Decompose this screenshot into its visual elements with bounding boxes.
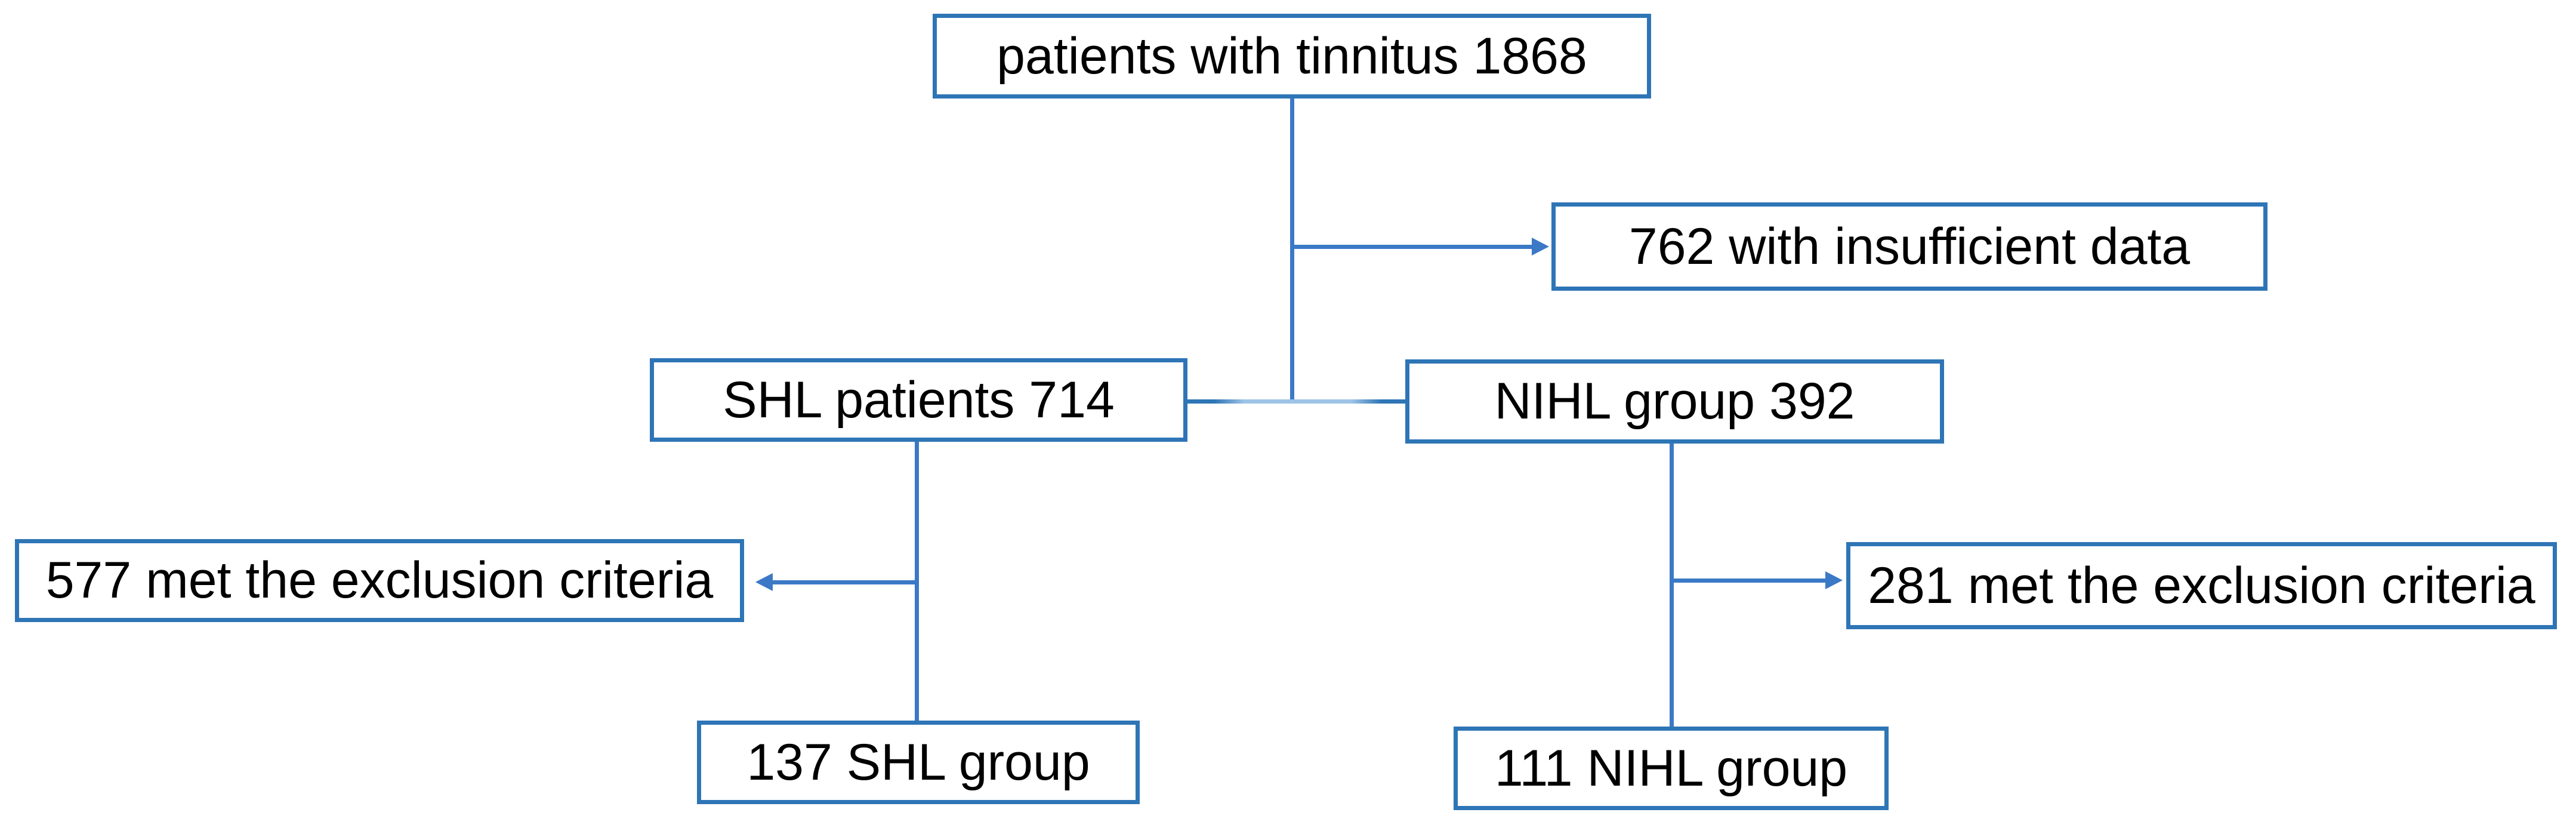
connector-to-insufficient bbox=[1290, 245, 1532, 249]
connector-shl-nihl bbox=[1187, 399, 1405, 404]
node-shl-group-137: 137 SHL group bbox=[697, 721, 1140, 804]
node-patients-with-tinnitus-label: patients with tinnitus 1868 bbox=[997, 27, 1587, 85]
connector-to-nihl-excluded bbox=[1671, 578, 1826, 583]
connector-shl-vertical bbox=[915, 442, 919, 721]
node-nihl-group-111-label: 111 NIHL group bbox=[1494, 739, 1848, 797]
node-nihl-exclusion-label: 281 met the exclusion criteria bbox=[1868, 556, 2535, 614]
node-patients-with-tinnitus: patients with tinnitus 1868 bbox=[933, 14, 1651, 99]
node-shl-exclusion: 577 met the exclusion criteria bbox=[15, 539, 744, 622]
arrowhead-shl-excluded-icon bbox=[755, 573, 773, 591]
arrowhead-nihl-excluded-icon bbox=[1825, 571, 1843, 589]
node-insufficient-data: 762 with insufficient data bbox=[1551, 202, 2268, 291]
connector-to-shl-excluded bbox=[772, 580, 917, 584]
arrowhead-insufficient-icon bbox=[1532, 238, 1549, 256]
node-shl-patients: SHL patients 714 bbox=[650, 358, 1187, 442]
node-nihl-group-392: NIHL group 392 bbox=[1405, 359, 1944, 444]
node-nihl-exclusion: 281 met the exclusion criteria bbox=[1846, 542, 2557, 629]
connector-top-vertical bbox=[1290, 99, 1294, 401]
connector-nihl-vertical bbox=[1670, 444, 1674, 727]
node-nihl-group-111: 111 NIHL group bbox=[1454, 727, 1889, 810]
node-insufficient-data-label: 762 with insufficient data bbox=[1628, 217, 2191, 275]
node-nihl-group-392-label: NIHL group 392 bbox=[1494, 373, 1855, 430]
node-shl-patients-label: SHL patients 714 bbox=[723, 371, 1115, 429]
node-shl-exclusion-label: 577 met the exclusion criteria bbox=[45, 552, 714, 609]
node-shl-group-137-label: 137 SHL group bbox=[746, 733, 1090, 791]
